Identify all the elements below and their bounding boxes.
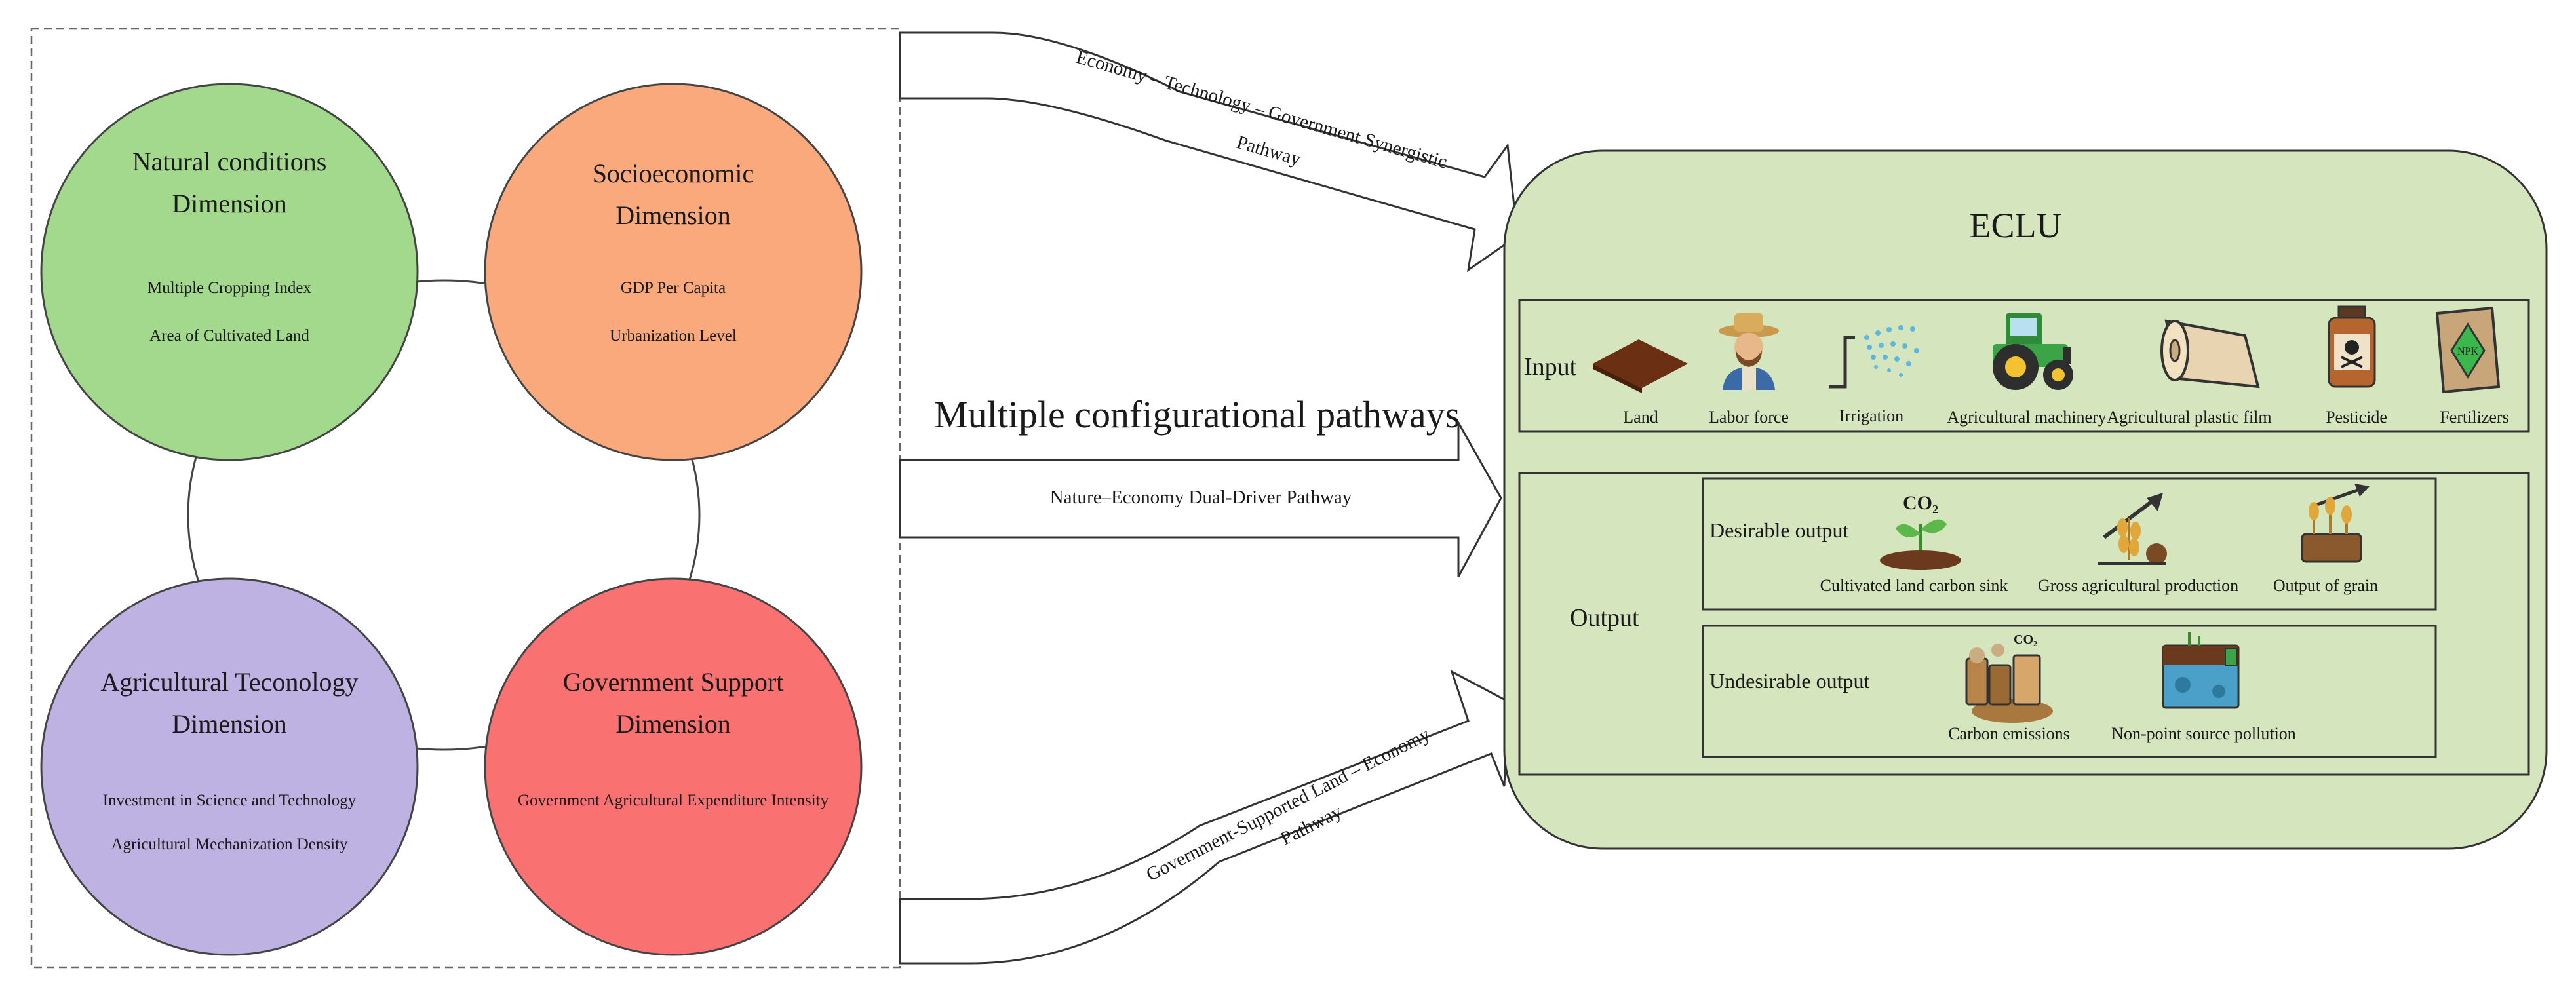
svg-text:CO₂: CO₂ — [2014, 632, 2037, 647]
dimension-connector-ring — [187, 279, 701, 751]
bottom-pathway-label-1: Government-Supported Land – Economy — [1143, 723, 1434, 885]
plastic-film-icon — [2160, 319, 2260, 389]
bottom-pathway-arrow — [899, 669, 1509, 965]
input-film-label: Agricultural plastic film — [2107, 408, 2271, 427]
input-pesticide-label: Pesticide — [2326, 408, 2387, 427]
government-circle — [484, 577, 863, 956]
desirable-output-box — [1702, 477, 2437, 611]
desirable-carbon-sink-label: Cultivated land carbon sink — [1820, 576, 2008, 595]
desirable-production-label: Gross agricultural production — [2038, 576, 2238, 595]
input-label: Input — [1524, 353, 1577, 381]
technology-title-1: Agricultural Teconology — [100, 667, 358, 697]
input-fertilizer-label: Fertilizers — [2440, 408, 2508, 427]
output-label: Output — [1570, 604, 1639, 632]
natural-var-2: Area of Cultivated Land — [149, 327, 309, 345]
irrigation-icon — [1829, 325, 1919, 389]
undesirable-carbon-label: Carbon emissions — [1948, 724, 2070, 743]
pesticide-icon — [2328, 305, 2376, 388]
government-title-1: Government Support — [563, 667, 784, 697]
pathways-heading: Multiple configurational pathways — [934, 393, 1460, 436]
technology-var-2: Agricultural Mechanization Density — [111, 836, 348, 853]
input-land-label: Land — [1623, 408, 1658, 427]
grain-growth-icon — [2301, 484, 2370, 563]
input-labor-label: Labor force — [1709, 408, 1789, 427]
government-title-2: Dimension — [615, 709, 731, 739]
land-icon — [1593, 339, 1688, 393]
farmer-icon — [1719, 313, 1779, 390]
socioeconomic-circle — [484, 83, 863, 461]
desirable-output-label: Desirable output — [1709, 518, 1849, 542]
production-growth-icon — [2098, 493, 2167, 565]
svg-text:CO₂: CO₂ — [1903, 492, 1938, 514]
eclu-title: ECLU — [1970, 206, 2062, 245]
technology-var-1: Investment in Science and Technology — [103, 792, 357, 809]
dimension-technology: Agricultural Teconology Dimension Invest… — [40, 577, 419, 956]
socioeconomic-title-1: Socioeconomic — [593, 159, 754, 188]
undesirable-output-label: Undesirable output — [1709, 669, 1870, 693]
natural-title-1: Natural conditions — [132, 147, 327, 176]
undesirable-output-box — [1702, 625, 2437, 758]
dimension-socioeconomic: Socioeconomic Dimension GDP Per Capita U… — [484, 83, 863, 461]
middle-pathway-label: Nature–Economy Dual-Driver Pathway — [1050, 487, 1352, 508]
natural-var-1: Multiple Cropping Index — [147, 279, 311, 297]
fertilizer-icon: NPK — [2435, 306, 2501, 394]
input-machinery-label: Agricultural machinery — [1947, 408, 2106, 427]
tractor-icon — [1993, 313, 2073, 390]
co2-sprout-icon: CO₂ — [1880, 492, 1961, 570]
middle-pathway-arrow — [899, 419, 1502, 577]
eclu-panel — [1503, 149, 2548, 850]
water-pollution-icon — [2162, 632, 2240, 709]
carbon-emissions-icon: CO₂ — [1965, 632, 2053, 723]
socioeconomic-var-2: Urbanization Level — [610, 327, 737, 345]
dimension-natural: Natural conditions Dimension Multiple Cr… — [40, 83, 419, 461]
socioeconomic-var-1: GDP Per Capita — [621, 279, 726, 297]
input-box — [1518, 299, 2530, 433]
technology-title-2: Dimension — [172, 709, 287, 739]
input-irrigation-label: Irrigation — [1839, 406, 1903, 425]
natural-conditions-circle — [40, 83, 419, 461]
svg-text:NPK: NPK — [2457, 346, 2478, 357]
output-box — [1518, 472, 2530, 776]
technology-circle — [40, 577, 419, 956]
government-var-1: Government Agricultural Expenditure Inte… — [518, 792, 829, 809]
desirable-grain-label: Output of grain — [2273, 576, 2378, 595]
undesirable-pollution-label: Non-point source pollution — [2111, 724, 2296, 743]
natural-title-2: Dimension — [172, 189, 287, 218]
dimension-government: Government Support Dimension Government … — [484, 577, 863, 956]
socioeconomic-title-2: Dimension — [615, 201, 731, 230]
